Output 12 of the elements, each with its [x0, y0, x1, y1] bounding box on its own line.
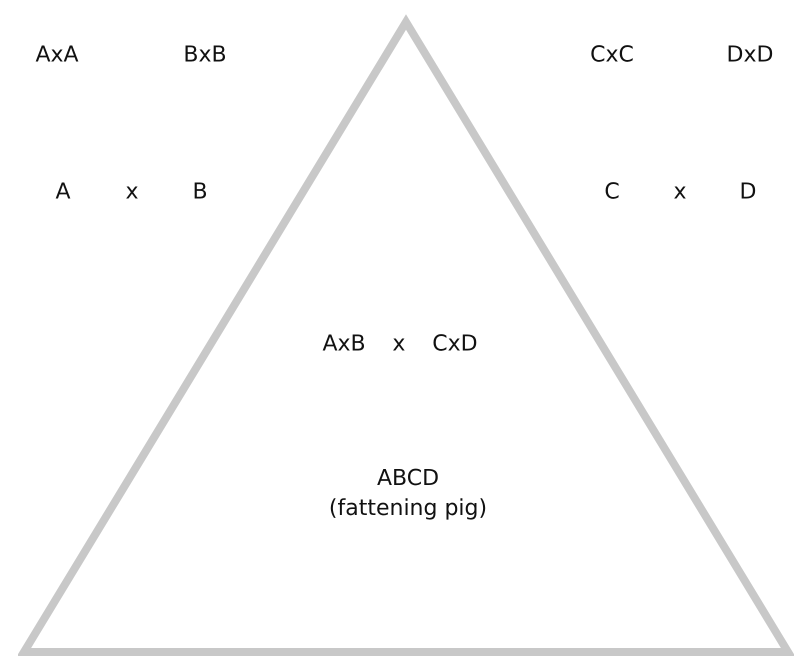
- label-text: A: [55, 180, 71, 204]
- label-text: x: [125, 180, 139, 204]
- label-text: D: [740, 180, 756, 204]
- label-text: x: [673, 180, 687, 204]
- label-text: CxC: [590, 42, 634, 68]
- node-text: AxB x CxD: [322, 332, 478, 356]
- label-text: DxD: [726, 42, 774, 68]
- node-text: ABCD (fattening pig): [328, 465, 488, 523]
- label-text: B: [192, 180, 208, 204]
- label-text: C: [604, 180, 620, 204]
- label-text: AxA: [35, 42, 79, 68]
- label-text: BxB: [183, 42, 227, 68]
